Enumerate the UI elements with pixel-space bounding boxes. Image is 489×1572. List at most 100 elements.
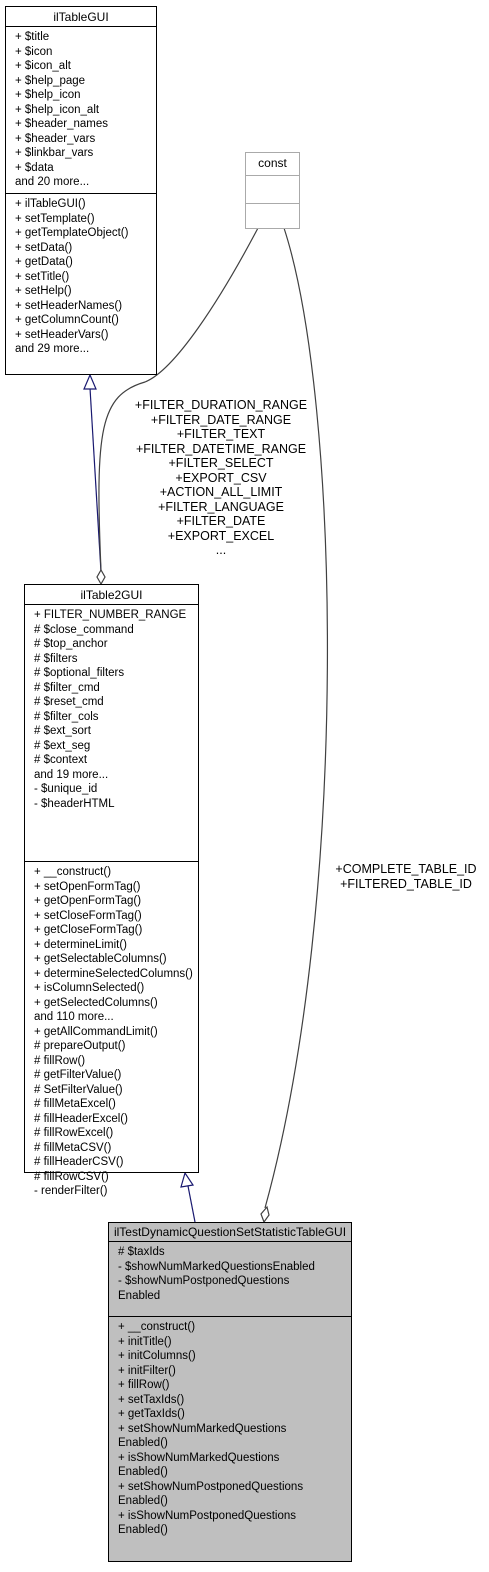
member-line: # $optional_filters	[34, 667, 125, 679]
member-line: + setTaxIds()	[118, 1393, 185, 1406]
usage-edge-const-to-target	[264, 227, 328, 1209]
member-line: + getAllCommandLimit()	[34, 1025, 158, 1038]
member-line: +FILTER_TEXT	[176, 427, 266, 441]
member-line: # fillMetaExcel()	[34, 1098, 116, 1110]
member-line: # $filters	[34, 652, 78, 665]
member-line: +FILTER_DURATION_RANGE	[134, 398, 308, 412]
member-line: + getData()	[15, 256, 73, 268]
member-line: + setTemplate()	[15, 212, 95, 225]
class-title: ilTable2GUI	[25, 585, 198, 605]
member-line: Enabled()	[118, 1524, 168, 1536]
member-line: + FILTER_NUMBER_RANGE	[34, 609, 187, 621]
member-line: + $header_vars	[15, 132, 96, 145]
member-line: + initTitle()	[118, 1335, 172, 1348]
member-line: # fillRowCSV()	[34, 1170, 109, 1183]
member-line: + getSelectableColumns()	[34, 953, 167, 965]
member-line: # prepareOutput()	[34, 1040, 126, 1052]
member-line: ...	[215, 543, 227, 557]
member-line: + $title	[15, 31, 50, 43]
member-line: +COMPLETE_TABLE_ID	[335, 862, 477, 876]
member-line: # fillHeaderExcel()	[34, 1112, 128, 1125]
class-title: ilTableGUI	[6, 7, 156, 27]
inheritance-edge-target-to-table2	[187, 1185, 196, 1223]
attributes-section: + FILTER_NUMBER_RANGE # $close_command # $…	[25, 605, 198, 862]
member-line: +FILTERED_TABLE_ID	[340, 876, 472, 891]
member-line: ilTestDynamicQuestionSet	[113, 1225, 254, 1239]
member-line: + isShowNumMarkedQuestions	[118, 1451, 280, 1464]
member-line: +FILTER_DATE	[176, 514, 266, 528]
member-line: # $context	[34, 754, 88, 766]
member-line: +FILTER_DATETIME_RANGE	[135, 441, 307, 456]
edge-label-const-to-target: +COMPLETE_TABLE_ID+FILTERED_TABLE_ID	[326, 862, 486, 891]
methods-section: + ilTableGUI()+ setTemplate()+ getTempla…	[6, 194, 156, 360]
member-line: + isColumnSelected()	[34, 982, 145, 994]
member-line: + getTaxIds()	[118, 1408, 185, 1420]
member-line: Enabled	[118, 1289, 161, 1302]
member-line: # fillHeaderCSV()	[34, 1156, 124, 1168]
class-iltestdynamicquestionsetstatistictablegui[interactable]: ilTestDynamicQuestionSetStatisticTableGU…	[108, 1222, 352, 1562]
member-line: + $help_icon	[15, 89, 81, 101]
member-line: # $ext_seg	[34, 739, 91, 752]
member-line: and 20 more...	[15, 176, 90, 188]
member-line: + $header_names	[15, 118, 109, 130]
member-line: + getCloseFormTag()	[34, 924, 143, 936]
member-line: # $reset_cmd	[34, 696, 104, 708]
methods-section	[246, 204, 299, 228]
usage-edge-const-to-table2	[98, 227, 259, 571]
member-line: # fillMetaCSV()	[34, 1141, 112, 1154]
member-line: + initFilter()	[118, 1364, 176, 1377]
inheritance-edge-table2-to-tablegui	[89, 387, 102, 573]
member-line: + setCloseFormTag()	[34, 909, 142, 922]
member-line: + initColumns()	[118, 1350, 196, 1362]
member-line: - $showNumPostponedQuestions	[118, 1275, 290, 1287]
member-line: Enabled()	[118, 1466, 168, 1478]
member-line: + getOpenFormTag()	[34, 895, 142, 907]
member-line: # getFilterValue()	[34, 1069, 122, 1081]
usage-diamond-table2	[96, 568, 106, 586]
member-line: # SetFilterValue()	[34, 1083, 123, 1096]
member-line: + ilTableGUI()	[15, 198, 86, 210]
member-line: - renderFilter()	[34, 1185, 108, 1197]
member-line: # $filter_cols	[34, 710, 99, 723]
member-line: # $top_anchor	[34, 638, 108, 650]
member-line: StatisticTableGUI	[254, 1225, 347, 1239]
member-line: + $help_icon_alt	[15, 103, 100, 116]
member-line: # $taxIds	[118, 1246, 165, 1258]
class-iltablegui[interactable]: ilTableGUI + $title+ $icon+ $icon_alt+ $…	[5, 6, 157, 375]
class-title: ilTestDynamicQuestionSetStatisticTableGU…	[109, 1223, 351, 1242]
member-line: + $icon	[15, 45, 53, 58]
member-line: + isShowNumPostponedQuestions	[118, 1509, 297, 1522]
attributes-section	[246, 176, 299, 204]
member-line: # $ext_sort	[34, 725, 91, 737]
member-line: + setShowNumMarkedQuestions	[118, 1422, 287, 1435]
member-line: # $filter_cmd	[34, 681, 100, 694]
class-const[interactable]: const	[245, 152, 300, 229]
member-line: + $data	[15, 161, 54, 174]
attributes-section: + $title + $icon + $icon_alt + $help_page + …	[6, 27, 156, 194]
member-line: + __construct()	[118, 1321, 196, 1333]
member-line: + determineLimit()	[34, 938, 127, 951]
class-title: const	[246, 153, 299, 176]
member-line: + fillRow()	[118, 1379, 170, 1391]
member-line: +EXPORT_EXCEL	[167, 528, 275, 543]
methods-section: + __construct() + initTitle() + initColumn…	[109, 1317, 351, 1541]
member-line: - $headerHTML	[34, 797, 115, 810]
member-line: + $linkbar_vars	[15, 147, 94, 159]
member-line: + __construct()	[34, 866, 112, 878]
member-line: # $close_command	[34, 623, 134, 636]
member-line: +FILTER_LANGUAGE	[158, 499, 284, 514]
member-line: + $icon_alt	[15, 60, 71, 72]
member-line: +ACTION_ALL_LIMIT	[159, 485, 283, 499]
member-line: + setHelp()	[15, 285, 72, 297]
inheritance-arrow-table2	[180, 1171, 195, 1188]
member-line: # fillRowExcel()	[34, 1127, 114, 1139]
member-line: + setOpenFormTag()	[34, 880, 141, 893]
member-line: - $unique_id	[34, 783, 98, 795]
class-iltable2gui[interactable]: ilTable2GUI + FILTER_NUMBER_RANGE # $clos…	[24, 584, 199, 1197]
member-line: + setShowNumPostponedQuestions	[118, 1480, 304, 1493]
member-line: + setData()	[15, 241, 73, 254]
member-line: + $help_page	[15, 74, 86, 87]
methods-section: + __construct() + setOpenFormTag() + getOp…	[25, 862, 198, 1202]
member-line: + getSelectedColumns()	[34, 996, 158, 1009]
member-line: Enabled()	[118, 1437, 168, 1449]
